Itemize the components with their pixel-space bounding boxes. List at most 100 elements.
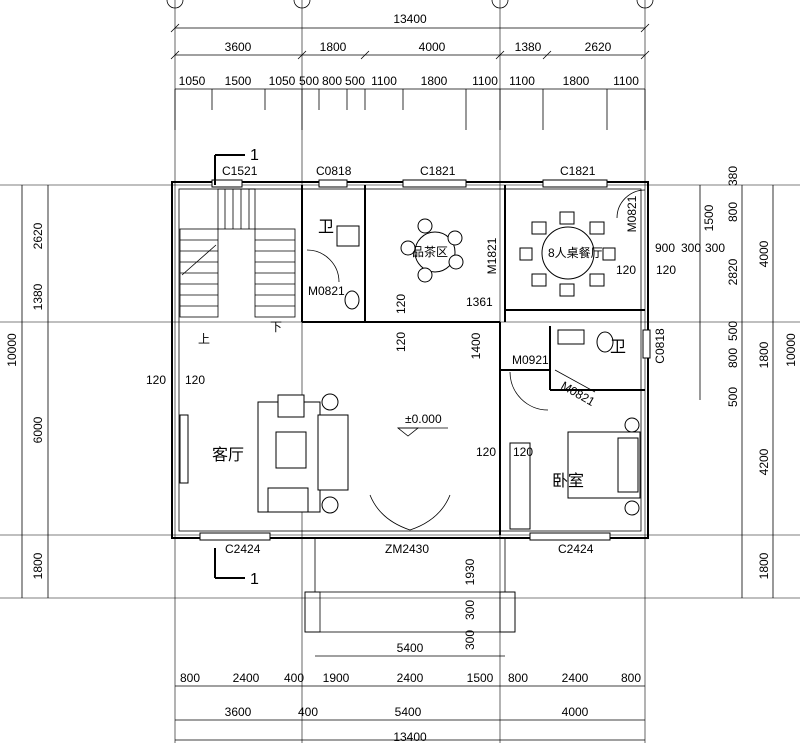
bath-fixtures [336, 225, 614, 353]
right-fine-dim: 500 [726, 321, 740, 341]
room-label: 8人桌餐厅 [548, 245, 603, 260]
bottom-fine-dim: 1900 [323, 671, 350, 685]
windows [199, 179, 651, 541]
right-mid-dim: 4200 [757, 448, 771, 475]
wall-thickness: 120 [513, 445, 533, 459]
top-mid-dim: 2620 [585, 40, 612, 54]
door-tag: M0821 [308, 284, 345, 298]
left-mid-dim: 6000 [31, 416, 45, 443]
bottom-fine-dim: 800 [621, 671, 641, 685]
dining-table [519, 211, 616, 297]
bottom-total-dim: 13400 [393, 730, 427, 743]
room-label: 客厅 [212, 446, 244, 464]
top-fine-dim: 500 [345, 74, 365, 88]
right-fine-dim: 800 [726, 202, 740, 222]
top-fine-dim: 1100 [509, 74, 535, 88]
top-mid-dim: 3600 [225, 40, 252, 54]
porch-vertical-dim: 1930 [463, 558, 477, 585]
door-tag: M0921 [512, 353, 549, 367]
stair-up-label: 上 [198, 332, 210, 346]
window-tag: C1821 [420, 164, 456, 178]
top-mid-dim: 1800 [320, 40, 347, 54]
porch-width-dim: 5400 [397, 641, 424, 655]
left-mid-dim: 1800 [31, 552, 45, 579]
door-tag: ZM2430 [385, 542, 429, 556]
window-tag: C0818 [653, 328, 667, 364]
right-total-dim: 10000 [784, 333, 798, 367]
right-dimensions: 10000 4000 1800 4200 1800 380 800 1500 2… [699, 166, 798, 598]
living-furniture [179, 393, 349, 514]
interior-dim: 1400 [469, 332, 483, 359]
bottom-fine-dim: 2400 [562, 671, 589, 685]
section-mark-label: 1 [250, 147, 259, 164]
porch-vertical-dim: 300 [463, 600, 477, 620]
doors [306, 189, 646, 531]
room-label: 卫 [610, 339, 626, 356]
top-mid-dim: 1380 [515, 40, 542, 54]
right-fine-dim: 380 [726, 166, 740, 186]
wall-thickness: 120 [616, 263, 636, 277]
bottom-fine-dim: 2400 [233, 671, 260, 685]
top-fine-dim: 1050 [269, 74, 296, 88]
section-mark-label: 1 [250, 571, 259, 588]
wall-thickness: 120 [394, 294, 408, 314]
elevation-label: ±0.000 [405, 412, 442, 426]
stairs [179, 188, 296, 318]
top-fine-dim: 500 [299, 74, 319, 88]
interior-dim: 300 [705, 241, 725, 255]
window-tag: C1821 [560, 164, 596, 178]
right-fine-dim: 2820 [726, 258, 740, 285]
top-fine-dim: 1100 [472, 74, 498, 88]
bottom-mid-dim: 5400 [395, 705, 422, 719]
left-dimensions: 10000 2620 1380 6000 1800 [5, 185, 49, 598]
bedroom-furniture [509, 417, 641, 530]
interior-dim: 900 [655, 241, 675, 255]
wall-thickness: 120 [185, 373, 205, 387]
top-fine-dim: 1050 [179, 74, 206, 88]
window-tag: C2424 [558, 542, 594, 556]
porch-vertical-dim: 300 [463, 630, 477, 650]
bottom-fine-dim: 800 [508, 671, 528, 685]
top-mid-dim: 4000 [419, 40, 446, 54]
bottom-mid-dim: 4000 [562, 705, 589, 719]
bottom-dimensions [175, 685, 645, 741]
porch [304, 538, 516, 657]
bottom-mid-dim: 400 [298, 705, 318, 719]
interior-dim: 300 [681, 241, 701, 255]
window-tag: C1521 [222, 164, 258, 178]
right-fine-dim: 800 [726, 348, 740, 368]
top-fine-dim: 1100 [371, 74, 397, 88]
bottom-mid-dim: 3600 [225, 705, 252, 719]
top-fine-dim: 1800 [563, 74, 590, 88]
left-mid-dim: 1380 [31, 283, 45, 310]
room-label: 卫 [318, 219, 334, 236]
room-label: 品茶区 [412, 244, 448, 259]
stair-down-label: 下 [270, 320, 282, 334]
right-mid-dim: 1800 [757, 552, 771, 579]
window-tag: C0818 [316, 164, 352, 178]
left-total-dim: 10000 [5, 333, 19, 367]
elevation-icon [396, 427, 420, 437]
wall-thickness: 120 [656, 263, 676, 277]
top-fine-dim: 1800 [421, 74, 448, 88]
wall-thickness: 120 [394, 332, 408, 352]
wall-thickness: 120 [476, 445, 496, 459]
interior-dim: 1361 [466, 295, 493, 309]
tea-table [400, 218, 464, 283]
room-label: 卧室 [552, 472, 584, 490]
bottom-fine-dim: 400 [284, 671, 304, 685]
right-fine-dim: 1500 [702, 204, 716, 231]
right-mid-dim: 1800 [757, 341, 771, 368]
door-tag: M0821 [625, 195, 639, 232]
left-mid-dim: 2620 [31, 222, 45, 249]
bottom-fine-dim: 1500 [467, 671, 494, 685]
top-total-dim: 13400 [393, 12, 427, 26]
right-fine-dim: 500 [726, 387, 740, 407]
door-tag: M1821 [485, 237, 499, 274]
top-fine-dim: 800 [322, 74, 342, 88]
right-mid-dim: 4000 [757, 240, 771, 267]
top-fine-dim: 1100 [613, 74, 639, 88]
bottom-fine-dim: 800 [180, 671, 200, 685]
